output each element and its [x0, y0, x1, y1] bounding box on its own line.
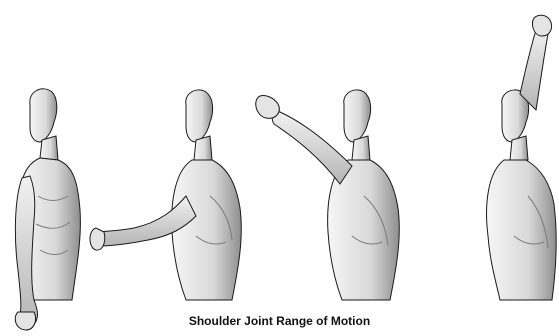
hand	[256, 95, 280, 118]
neck	[510, 136, 528, 160]
arm	[272, 112, 352, 184]
head	[30, 89, 57, 142]
hand	[90, 228, 105, 250]
arm	[520, 27, 548, 110]
head	[344, 90, 371, 142]
head	[186, 90, 213, 142]
figure-arm-forward-low	[90, 90, 241, 300]
neck	[40, 136, 58, 160]
hand	[532, 15, 551, 36]
neck	[194, 136, 212, 160]
neck	[352, 136, 370, 160]
torso	[487, 160, 557, 300]
figure-arm-overhead	[487, 15, 557, 300]
figure-arm-at-side	[15, 89, 80, 330]
figure-caption: Shoulder Joint Range of Motion	[0, 314, 559, 328]
figure-arm-forward-shoulder	[256, 90, 400, 300]
